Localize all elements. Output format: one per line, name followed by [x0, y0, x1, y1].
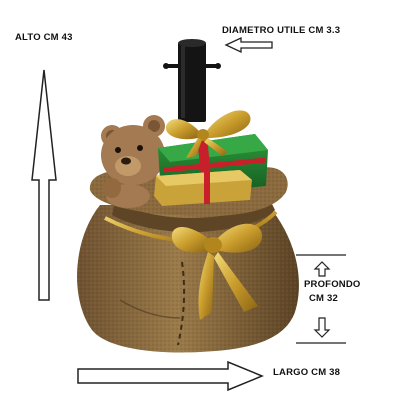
arrow-up-icon [31, 69, 57, 301]
depth-guides [296, 254, 346, 344]
height-label: ALTO CM 43 [15, 32, 73, 43]
arrow-down-icon [313, 317, 331, 338]
arrow-right-icon [77, 360, 264, 392]
depth-label-line1: PROFONDO [304, 279, 361, 290]
gold-bow-sack [171, 223, 262, 320]
gift-box-gold [154, 170, 252, 206]
depth-label-line2: CM 32 [309, 293, 338, 304]
teddy-bear [101, 115, 165, 208]
diameter-label: DIAMETRO UTILE CM 3.3 [222, 25, 341, 36]
gold-bow-top [165, 110, 251, 158]
arrow-up-icon [313, 261, 331, 277]
tree-holder-pole [163, 39, 221, 122]
arrow-left-icon [224, 36, 273, 54]
width-label: LARGO CM 38 [273, 367, 341, 378]
